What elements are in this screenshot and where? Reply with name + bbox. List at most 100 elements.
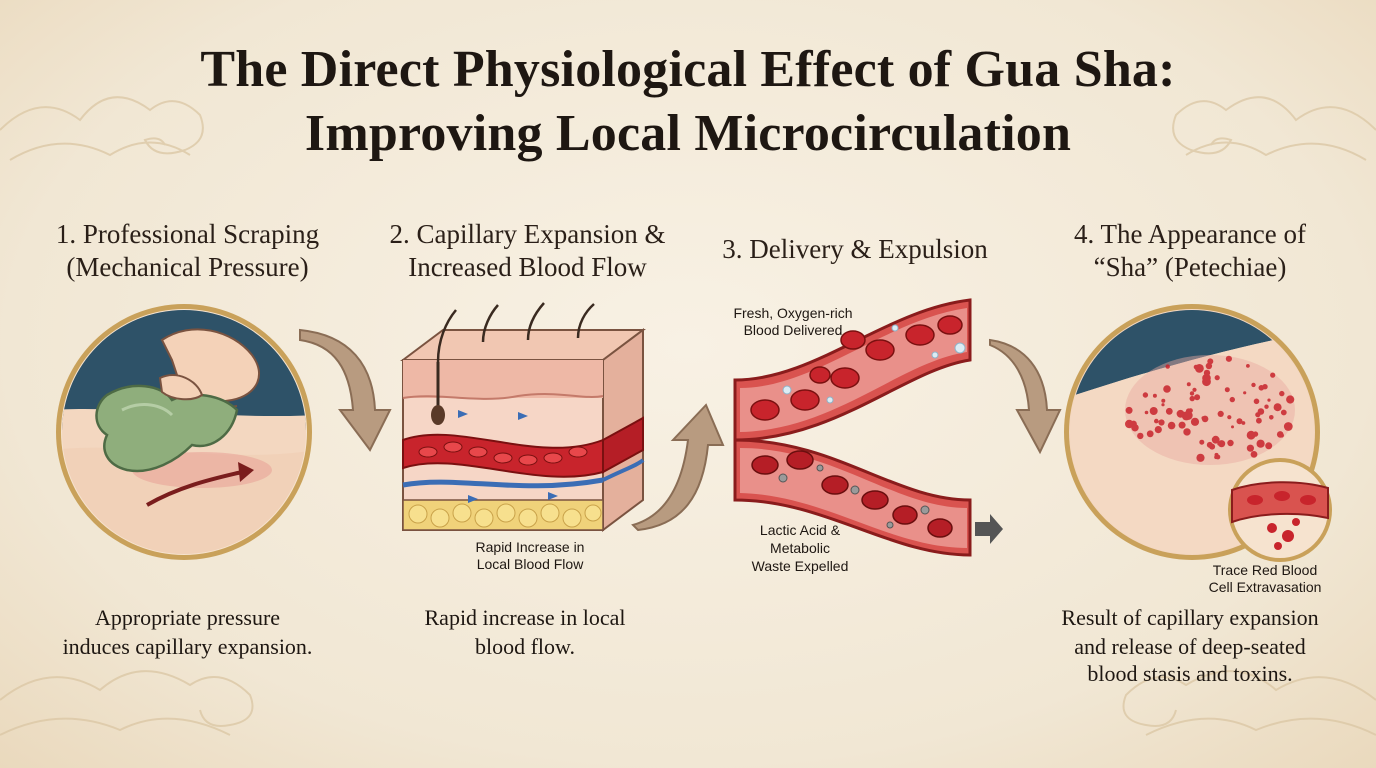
petechia-dot [1262,384,1268,390]
step1-title-line1: 1. Professional Scraping [55,219,320,249]
petechia-dot [1201,416,1205,420]
petechia-dot [1196,453,1205,462]
petechia-dot [1125,419,1134,429]
step4-label-line1: Trace Red Blood [1212,562,1318,578]
petechia-dot [1152,393,1157,398]
step1-caption-line2: induces capillary expansion. [62,634,313,659]
petechia-dot [1161,403,1165,407]
petechia-dot [1178,421,1186,429]
petechia-dot [1158,419,1165,426]
petechia-dot [1176,409,1185,418]
step4-title-line2: “Sha” (Petechiae) [1093,252,1287,282]
petechia-dot [1250,451,1258,458]
petechia-dot [1131,424,1139,432]
petechia-dot [1215,454,1221,460]
petechia-dot [1218,440,1226,448]
petechia-dot [1199,439,1205,445]
step1-title-line2: (Mechanical Pressure) [66,252,309,282]
petechia-dot [1246,444,1254,452]
page-title-line1: The Direct Physiological Effect of Gua S… [200,41,1176,98]
petechia-dot [1186,382,1191,387]
petechia-dot [1229,396,1235,403]
petechia-dot [1253,398,1260,405]
red-blood-cell-icon [750,315,963,421]
petechia-dot [1269,415,1274,420]
petechia-dot [1217,410,1224,417]
petechia-dot [1183,411,1193,420]
petechia-dot [1241,421,1246,425]
petechia-dot [1224,387,1230,393]
petechia-dot [1190,417,1200,426]
scraping-illustration [56,304,312,560]
step3-title: 3. Delivery & Expulsion [722,234,988,264]
petechia-dot [1246,364,1250,368]
step3-label-top-line2: Blood Delivered [743,322,843,338]
petechia-dot [1243,391,1247,395]
petechia-dot [1252,431,1259,437]
petechia-dot [1265,442,1273,450]
petechia-dot [1165,407,1173,415]
petechia-dot [1283,422,1293,431]
petechia-dot [1227,439,1234,447]
petechia-dot [1267,398,1271,402]
flow-arrow-icon [146,470,243,507]
petechia-dot [1161,398,1166,403]
petechia-dot [1205,362,1213,370]
petechia-dot [1163,385,1171,393]
petechia-dot [1149,407,1158,415]
petechia-dot [1146,430,1154,438]
petechia-dot [1217,442,1221,446]
petechia-dot [1165,364,1170,369]
petechia-dot [1189,391,1195,396]
petechia-dot [1225,355,1232,362]
petechia-dot [1207,358,1214,365]
step4-label-line2: Cell Extravasation [1208,579,1322,595]
petechia-dot [1154,426,1162,434]
petechia-dot [1214,375,1220,381]
petechia-dot [1144,410,1149,415]
step2-caption-line1: Rapid increase in local [424,605,626,630]
petechia-dot [1251,382,1256,388]
petechiae-icon [1064,304,1332,562]
petechia-dot [1286,395,1295,404]
step2-caption-line2: blood flow. [474,634,575,659]
petechia-dot [1279,390,1285,397]
step2-title-line1: 2. Capillary Expansion & [389,219,666,249]
step4-caption-line3: blood stasis and toxins. [1087,661,1293,686]
flow-arrow-icon [299,328,392,452]
petechia-dot [1270,372,1276,378]
skin-cross-section-icon [400,302,646,532]
petechia-dot [1227,415,1232,420]
petechia-dot [1256,439,1265,448]
flow-arrow-icon [631,403,725,532]
petechia-dot [1206,441,1213,448]
petechia-dot [1264,404,1269,409]
petechia-dot [1195,364,1204,373]
petechia-dot [1183,428,1191,436]
flow-arrow-icon [989,338,1062,455]
step3-label-top-line1: Fresh, Oxygen-rich [733,305,853,321]
petechia-dot [1137,432,1144,440]
petechia-dot [1167,421,1176,430]
step4-title-line1: 4. The Appearance of [1074,219,1306,249]
petechia-dot [1279,433,1284,438]
petechia-dot [1280,409,1287,416]
step2-label-line1: Rapid Increase in [475,539,585,555]
petechia-dot [1194,394,1201,401]
petechia-dot [1236,418,1243,425]
step2-label-line2: Local Blood Flow [476,556,584,572]
step3-label-bottom-line2: Metabolic [770,540,830,556]
petechia-dot [1257,408,1265,415]
step4-caption-line1: Result of capillary expansion [1061,605,1319,630]
step2-title-line2: Increased Blood Flow [408,252,647,282]
petechia-dot [1125,406,1133,414]
petechia-dot [1231,425,1234,429]
petechia-dot [1256,417,1262,424]
petechia-dot [1276,405,1281,410]
step4-caption-line2: and release of deep-seated [1074,634,1306,659]
step3-label-bottom-line1: Lactic Acid & [759,522,841,538]
step1-caption-line1: Appropriate pressure [94,605,281,630]
petechia-dot [1154,418,1159,424]
